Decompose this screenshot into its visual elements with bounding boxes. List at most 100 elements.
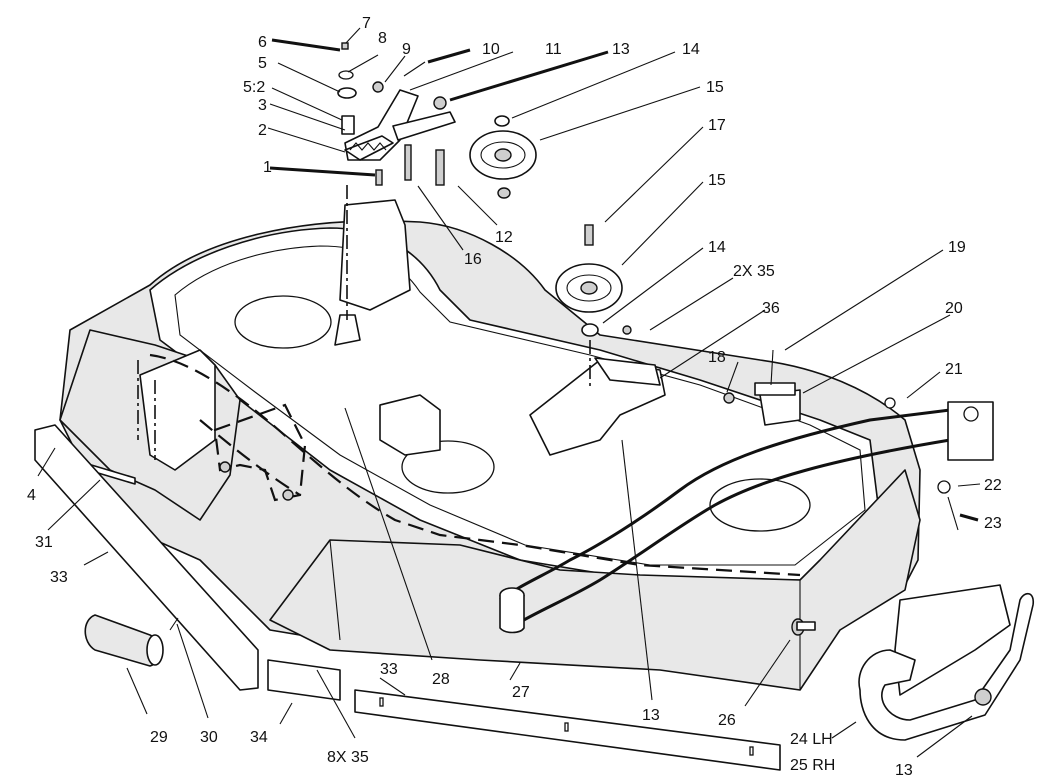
pulley-groove — [566, 274, 612, 302]
anti-scalp-bracket — [858, 584, 1035, 741]
callout-10: 10 — [482, 41, 500, 58]
spring-coil — [349, 142, 387, 151]
callout-22: 22 — [984, 477, 1002, 494]
callout-3: 3 — [258, 97, 267, 114]
callout-13-nut: 13 — [895, 762, 913, 779]
bolt-1 — [375, 169, 383, 186]
bushing-5 — [337, 87, 357, 99]
nut-18 — [723, 392, 735, 404]
callout-5: 5 — [258, 55, 267, 72]
callout-26: 26 — [718, 712, 736, 729]
callout-21: 21 — [945, 361, 963, 378]
pulley-hub — [494, 148, 512, 162]
callout-14-lower: 14 — [708, 239, 726, 256]
callout-25-rh: 25 RH — [790, 757, 835, 774]
callout-4: 4 — [27, 487, 36, 504]
nut-13 — [433, 96, 447, 110]
baffle-34 — [267, 659, 341, 701]
left-guard-assembly — [213, 403, 307, 502]
screw-19 — [770, 349, 774, 386]
callout-31: 31 — [35, 534, 53, 551]
callout-13-arm: 13 — [642, 707, 660, 724]
washer-21 — [884, 397, 896, 409]
bolt-26 — [791, 618, 816, 636]
blade-opening-center — [401, 440, 495, 494]
callout-36: 36 — [762, 300, 780, 317]
lift-arm-upper-edge — [499, 408, 951, 602]
plate-36 — [594, 357, 661, 386]
socket-hole — [963, 406, 979, 422]
blade-opening-right — [709, 478, 811, 532]
callout-28: 28 — [432, 671, 450, 688]
cotter-pin-30 — [169, 617, 179, 631]
deck-front-skirt — [269, 469, 921, 691]
spring-2 — [344, 135, 394, 161]
belt-path-front — [199, 419, 301, 496]
slot — [564, 722, 569, 732]
belt-path-left — [149, 353, 801, 577]
callout-labels: 1 2 3 4 5 5:2 6 7 8 9 10 11 12 13 13 13 … — [27, 15, 1002, 779]
callout-8: 8 — [378, 30, 387, 47]
screw-35 — [622, 325, 632, 335]
lift-arm — [499, 401, 994, 634]
leader-lines — [37, 27, 981, 758]
spacer-5-2 — [341, 115, 355, 135]
nut-pulley — [497, 187, 511, 199]
pin-10 — [403, 61, 426, 77]
center-bracket — [379, 394, 441, 456]
spacer-20 — [754, 382, 796, 396]
callout-20: 20 — [945, 300, 963, 317]
callout-8x-35: 8X 35 — [327, 749, 369, 766]
bolt-23 — [947, 496, 959, 531]
bolt-17 — [584, 224, 594, 246]
bolt-16 — [404, 144, 412, 181]
callout-18: 18 — [708, 349, 726, 366]
callout-15-lower: 15 — [708, 172, 726, 189]
callout-7: 7 — [362, 15, 371, 32]
callout-9: 9 — [402, 41, 411, 58]
callout-14-top: 14 — [682, 41, 700, 58]
callout-29: 29 — [150, 729, 168, 746]
slot — [379, 697, 384, 707]
callout-16: 16 — [464, 251, 482, 268]
callout-27: 27 — [512, 684, 530, 701]
lift-arm-pivot-tube — [499, 595, 525, 634]
guard-fastener — [282, 489, 294, 501]
washer-8 — [338, 70, 354, 80]
lift-arm-end-socket — [947, 401, 994, 461]
callout-2x-35: 2X 35 — [733, 263, 775, 280]
callout-23: 23 — [984, 515, 1002, 532]
idler-arm-assembly — [337, 42, 632, 390]
slot — [749, 746, 754, 756]
bolt-12 — [435, 149, 445, 186]
washer-22 — [937, 480, 951, 494]
guard-fastener — [219, 461, 231, 473]
bearing-14-lower — [581, 323, 599, 337]
idler-mount-post — [334, 314, 361, 346]
skid-plate-left — [34, 424, 259, 691]
callout-2: 2 — [258, 122, 267, 139]
callout-33-front: 33 — [380, 661, 398, 678]
callout-33-left: 33 — [50, 569, 68, 586]
callout-13-top: 13 — [612, 41, 630, 58]
callout-30: 30 — [200, 729, 218, 746]
left-deck-bracket — [139, 349, 216, 471]
blade-opening-left — [234, 295, 332, 349]
callout-24-lh: 24 LH — [790, 731, 833, 748]
pulley-groove — [480, 141, 526, 169]
nut-9 — [372, 81, 384, 93]
callout-15-top: 15 — [706, 79, 724, 96]
callout-1: 1 — [263, 159, 272, 176]
bearing-14-top — [494, 115, 510, 127]
callout-19: 19 — [948, 239, 966, 256]
callout-17: 17 — [708, 117, 726, 134]
callout-11: 11 — [545, 41, 562, 58]
callout-5-2: 5:2 — [243, 79, 265, 96]
mower-deck — [59, 199, 921, 691]
skirt-edge — [329, 539, 341, 641]
callout-6: 6 — [258, 34, 267, 51]
callout-34: 34 — [250, 729, 268, 746]
roller-29 — [84, 614, 164, 667]
